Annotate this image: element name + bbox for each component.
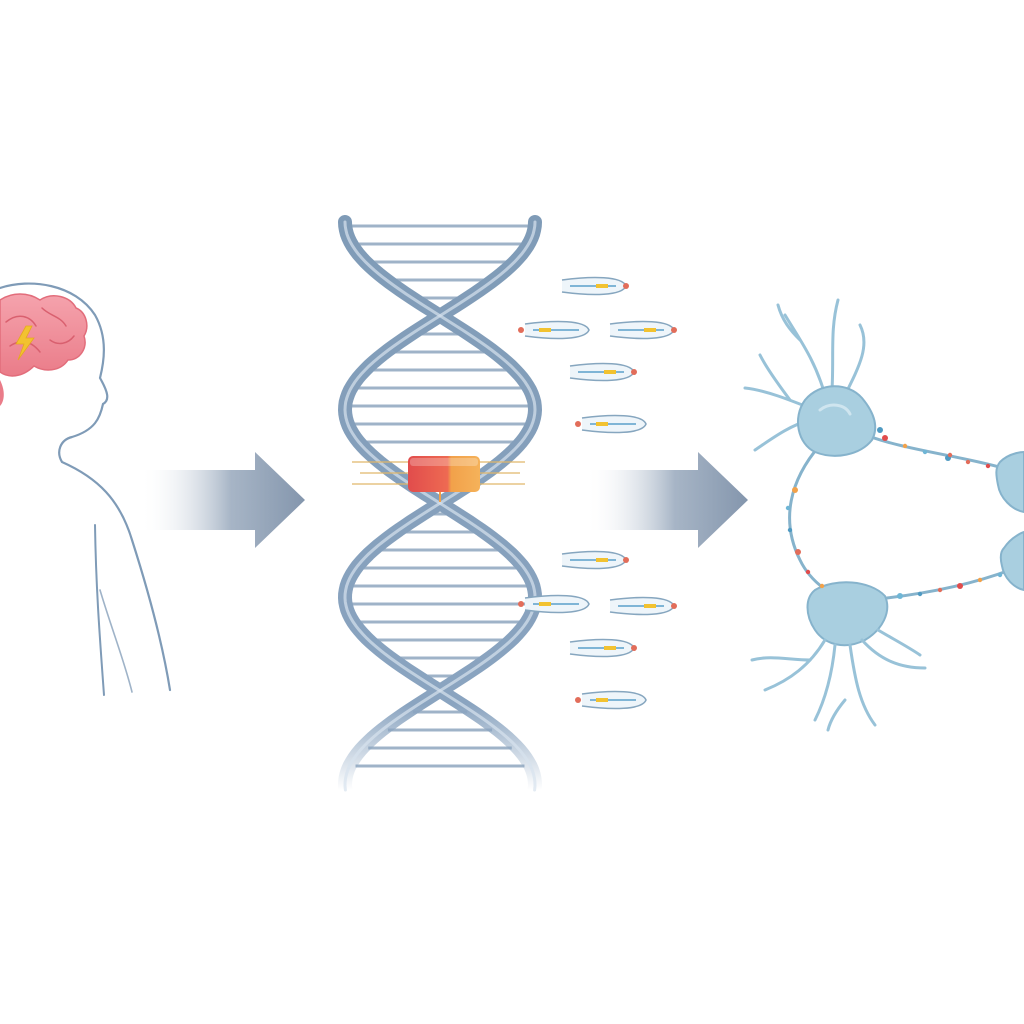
brain xyxy=(0,293,88,406)
neurotransmitter-dot xyxy=(977,577,983,583)
protein-molecule xyxy=(575,690,647,710)
person-silhouette xyxy=(0,282,172,696)
neurotransmitter-dots xyxy=(785,427,1003,599)
right-neuron-lower xyxy=(999,530,1024,592)
axon-connection xyxy=(788,430,1012,602)
protein-molecule xyxy=(561,276,629,296)
dna-base-pairs xyxy=(351,224,529,768)
bottom-neuron-soma xyxy=(806,581,889,647)
right-neuron-upper xyxy=(995,450,1024,514)
dna-strand-b-highlight xyxy=(343,220,537,792)
dna-strand-a-highlight xyxy=(343,220,537,792)
neurotransmitter-dot xyxy=(819,583,825,589)
neurotransmitter-dot xyxy=(877,427,883,433)
arrow-dna-to-neuron xyxy=(585,452,748,548)
mutation-segment xyxy=(352,456,525,502)
neurotransmitter-dot xyxy=(795,549,801,555)
protein-molecule xyxy=(518,594,590,614)
neurotransmitter-dot xyxy=(997,572,1003,578)
protein-molecule xyxy=(569,638,637,658)
neurotransmitter-dot xyxy=(965,459,971,465)
neurotransmitter-dot xyxy=(787,527,793,533)
protein-molecule xyxy=(575,414,647,434)
neurotransmitter-dot xyxy=(897,593,903,599)
neurotransmitter-dot xyxy=(882,435,888,441)
protein-molecule xyxy=(609,596,677,616)
neurotransmitter-dot xyxy=(957,583,963,589)
neurotransmitter-dot xyxy=(792,487,798,493)
arrow-person-to-dna xyxy=(140,452,305,548)
dna-helix xyxy=(337,215,543,797)
lightning-icon xyxy=(15,325,35,361)
neurotransmitter-dot xyxy=(805,569,811,575)
neuron-network xyxy=(743,298,1024,732)
neurotransmitter-dot xyxy=(937,587,943,593)
neurotransmitter-dot xyxy=(922,449,928,455)
neurotransmitter-dot xyxy=(785,505,791,511)
top-neuron-highlight xyxy=(818,403,852,416)
protein-molecule xyxy=(561,550,629,570)
bottom-neuron-dendrites xyxy=(750,628,927,732)
neurotransmitter-dot xyxy=(947,452,953,458)
top-neuron-dendrites xyxy=(743,298,866,452)
protein-molecules xyxy=(518,276,677,710)
neurotransmitter-dot xyxy=(917,591,923,597)
neurotransmitter-dot xyxy=(902,443,908,449)
protein-molecule xyxy=(569,362,637,382)
protein-molecule xyxy=(518,320,590,340)
top-neuron-soma xyxy=(797,385,877,457)
protein-molecule xyxy=(609,320,677,340)
neurotransmitter-dot xyxy=(985,463,991,469)
dna-strand-b xyxy=(337,215,543,797)
